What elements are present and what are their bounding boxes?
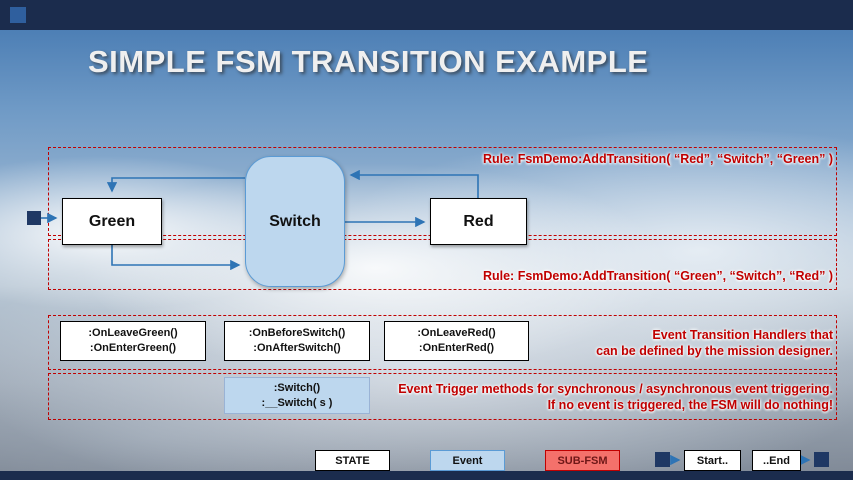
handler-box-green: :OnLeaveGreen() :OnEnterGreen() [60, 321, 206, 361]
event-box-switch: Switch [245, 156, 345, 287]
handler-switch-line1: :OnBeforeSwitch() [248, 327, 346, 339]
trigger-box-switch: :Switch() :__Switch( s ) [224, 377, 370, 414]
handler-switch-line2: :OnAfterSwitch() [253, 342, 341, 354]
state-box-green: Green [62, 198, 162, 245]
handler-red-line2: :OnEnterRed() [418, 342, 495, 354]
handlers-note-line2: can be defined by the mission designer. [596, 344, 833, 358]
handler-box-switch: :OnBeforeSwitch() :OnAfterSwitch() [224, 321, 370, 361]
trigger-line1: :Switch() [273, 381, 321, 394]
legend-subfsm-box: SUB-FSM [545, 450, 620, 471]
rule-text-red-switch-green: Rule: FsmDemo:AddTransition( “Red”, “Swi… [482, 152, 833, 166]
top-bar-accent-square [10, 7, 26, 23]
handlers-note-line1: Event Transition Handlers that [652, 328, 833, 342]
legend-event-box: Event [430, 450, 505, 471]
slide-title: SIMPLE FSM TRANSITION EXAMPLE [88, 44, 649, 79]
triggers-region [48, 373, 837, 420]
rule-text-green-switch-red: Rule: FsmDemo:AddTransition( “Green”, “S… [482, 269, 833, 283]
legend-state-box: STATE [315, 450, 390, 471]
handler-box-red: :OnLeaveRed() :OnEnterRed() [384, 321, 529, 361]
handler-red-line1: :OnLeaveRed() [417, 327, 496, 339]
legend-end-square [814, 452, 829, 467]
top-bar [0, 0, 853, 30]
legend-start-square [655, 452, 670, 467]
legend-start-box: Start.. [684, 450, 741, 471]
trigger-line2: :__Switch( s ) [261, 396, 333, 409]
state-box-red: Red [430, 198, 527, 245]
handlers-note: Event Transition Handlers that can be de… [596, 327, 833, 359]
start-marker-square [27, 211, 41, 225]
triggers-note-line1: Event Trigger methods for synchronous / … [398, 382, 833, 396]
handlers-region [48, 315, 837, 370]
handler-green-line2: :OnEnterGreen() [89, 342, 177, 354]
handler-green-line1: :OnLeaveGreen() [88, 327, 178, 339]
bottom-bar [0, 471, 853, 480]
legend-end-box: ..End [752, 450, 801, 471]
triggers-note: Event Trigger methods for synchronous / … [398, 381, 833, 413]
triggers-note-line2: If no event is triggered, the FSM will d… [547, 398, 833, 412]
